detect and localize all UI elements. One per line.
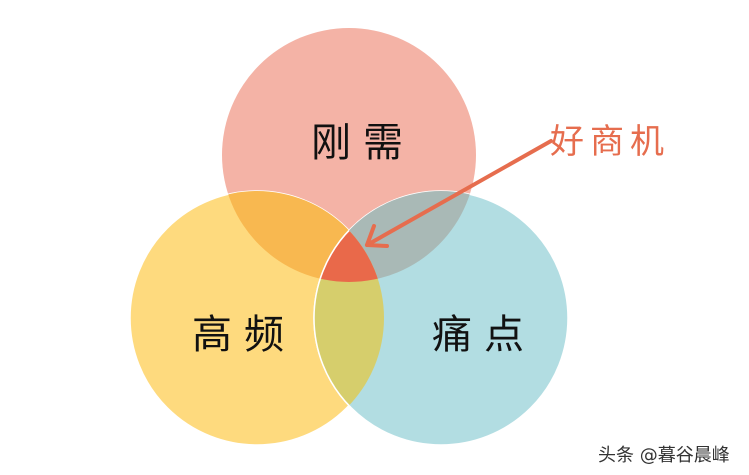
label-gangxu: 刚需 [311, 120, 415, 166]
overlap-top-left [222, 191, 384, 282]
arrow-icon [365, 139, 553, 248]
callout-haoshangji: 好商机 [550, 122, 670, 162]
label-gaopin: 高频 [192, 312, 296, 358]
overlap-top-right [314, 191, 476, 282]
watermark: 头条 @暮谷晨峰 [598, 445, 730, 466]
label-tongdian: 痛点 [432, 312, 536, 358]
